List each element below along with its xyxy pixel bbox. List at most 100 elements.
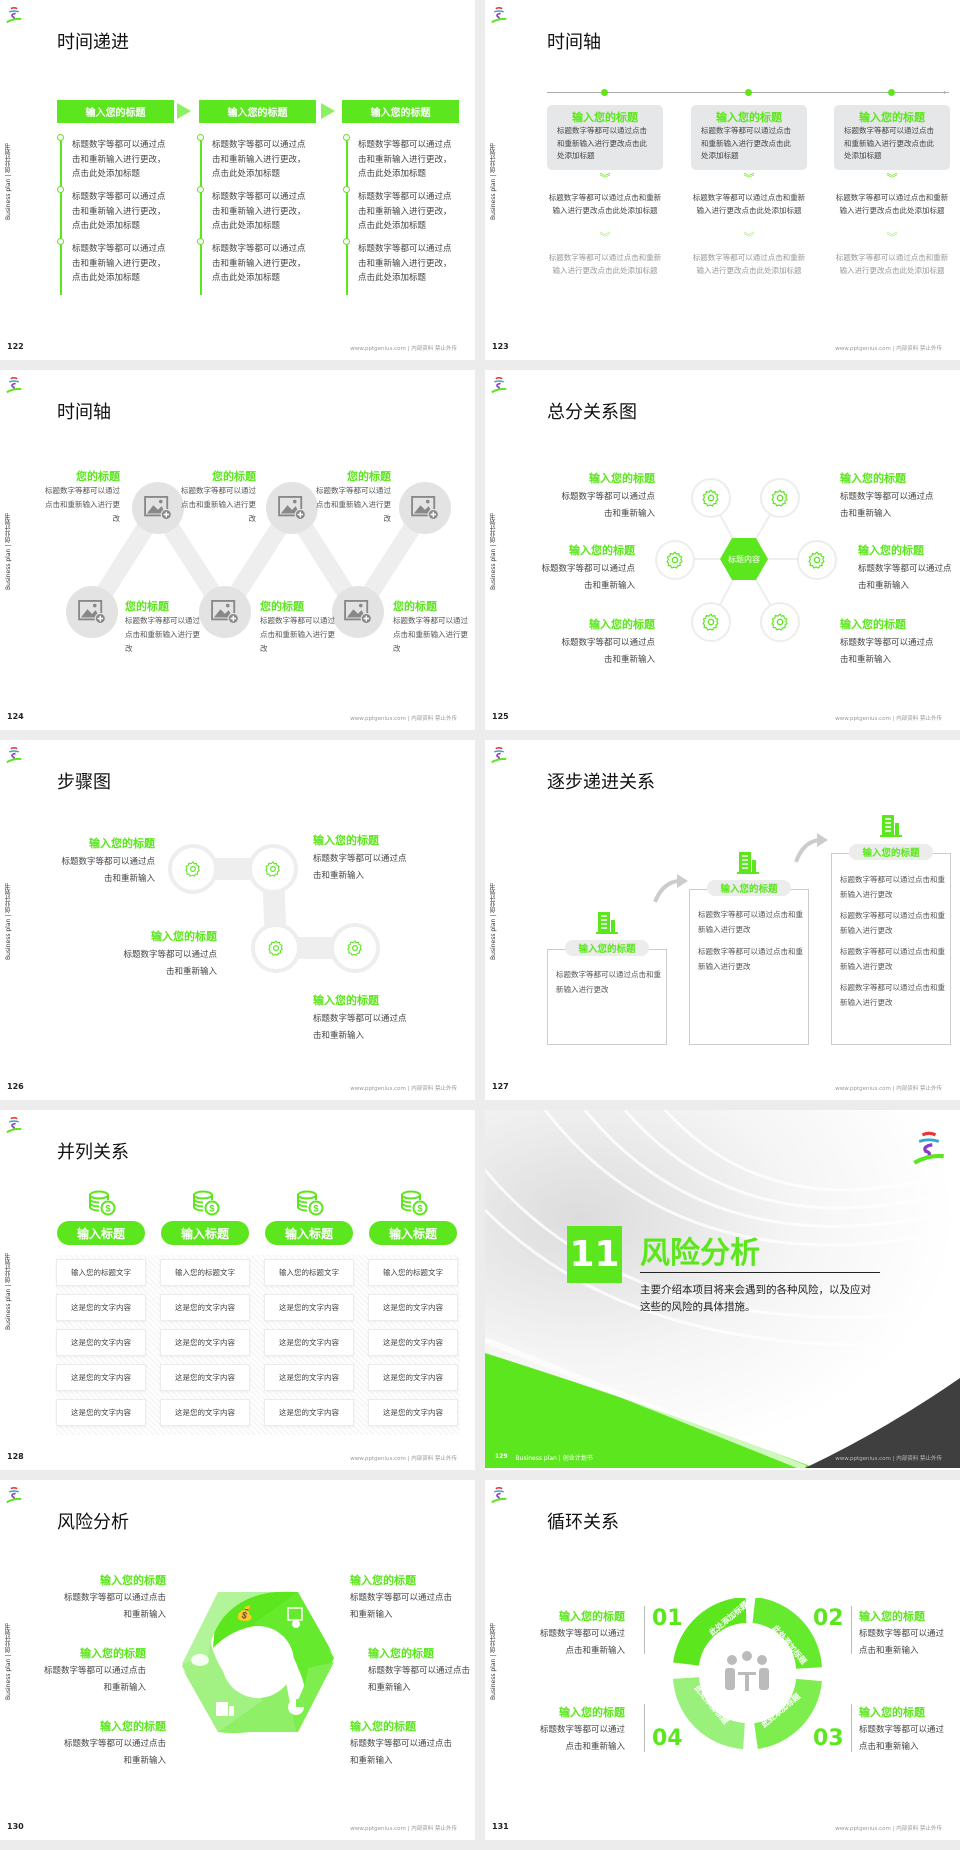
image-placeholder[interactable] (399, 482, 451, 534)
money-bag-icon: 💰 (236, 1605, 253, 1622)
section-title: 风险分析 (640, 1236, 760, 1271)
slide-title: 时间轴 (57, 402, 111, 423)
coins-icon (192, 1190, 220, 1216)
item-text: 标题数字等都可以通过点击和重新输入 (63, 1593, 166, 1620)
step-item: 输入您的标题 标题数字等都可以通过点击和重新输入 (55, 835, 155, 888)
item-text: 标题数字等都可以通过点击和重新输入 (63, 1739, 166, 1766)
table-cell: 这是您的文字内容 (264, 1329, 354, 1356)
gear-icon (264, 860, 282, 878)
table-cell: 这是您的文字内容 (264, 1294, 354, 1321)
item-heading: 您的标题 (260, 600, 304, 613)
timeline-item: 您的标题 标题数字等都可以通过点击和重新输入进行更改 (316, 468, 391, 526)
table-cell: 输入您的标题文字 (264, 1259, 354, 1286)
item-text: 标题数字等都可以通过点击和重新输入 (858, 564, 952, 591)
table-cell: 这是您的文字内容 (368, 1399, 458, 1426)
item-text: 标题数字等都可以通过点击和重新输入 (43, 1666, 146, 1693)
section-description: 主要介绍本项目将来会遇到的各种风险，以及应对这些的风险的具体措施。 (640, 1284, 871, 1313)
item-heading: 输入您的标题 (368, 1647, 434, 1660)
step-heading: 输入您的标题 (707, 880, 791, 896)
table-cell: 这是您的文字内容 (56, 1399, 146, 1426)
item-heading: 输入您的标题 (100, 1720, 166, 1733)
gear-icon (770, 612, 790, 632)
branch-item: 输入您的标题 标题数字等都可以通过点击和重新输入 (555, 616, 655, 669)
timeline-text: 标题数字等都可以通过点击和重新输入进行更改，点击此处添加标题 (72, 140, 166, 179)
slide-122: Business plan | 创业计划书 时间递进 输入您的标题 输入您的标题… (0, 0, 475, 360)
footer-text: www.pptgenius.com | 内部资料 禁止外传 (835, 716, 942, 722)
item-heading: 输入您的标题 (559, 1706, 625, 1719)
image-placeholder[interactable] (66, 586, 118, 638)
image-placeholder[interactable] (199, 586, 251, 638)
card-heading: 输入您的标题 (716, 111, 782, 124)
item-text: 标题数字等都可以通过点击和重新输入 (859, 1725, 945, 1752)
item-text: 标题数字等都可以通过点击和重新输入 (539, 1725, 625, 1752)
item-heading: 输入您的标题 (589, 618, 655, 631)
logo-icon (491, 6, 507, 24)
table-cell: 这是您的文字内容 (264, 1364, 354, 1391)
timeline-dot-icon (57, 238, 64, 245)
step-item: 输入您的标题 标题数字等都可以通过点击和重新输入 (313, 992, 413, 1045)
step-number: 03 (813, 1726, 844, 1751)
item-text: 标题数字等都可以通过点击和重新输入进行更改 (316, 486, 391, 523)
item-heading: 输入您的标题 (859, 1610, 925, 1623)
slide-130: Business plan | 创业计划书 风险分析 💰 输入您的标题 标题数字… (0, 1480, 475, 1840)
step-box (831, 853, 951, 1045)
gear-node (760, 602, 800, 642)
timeline-item: 您的标题 标题数字等都可以通过点击和重新输入进行更改 (393, 598, 468, 656)
item-text: 标题数字等都可以通过点击和重新输入 (313, 1014, 407, 1041)
item-heading: 您的标题 (125, 600, 169, 613)
table-cell: 输入您的标题文字 (160, 1259, 250, 1286)
slide-title: 并列关系 (57, 1142, 129, 1163)
footer-text: www.pptgenius.com | 内部资料 禁止外传 (835, 1086, 942, 1092)
item-text: 标题数字等都可以通过点击和重新输入 (350, 1593, 453, 1620)
column-header: 输入标题 (265, 1221, 353, 1245)
page-number: 131 (492, 1822, 509, 1831)
chevron-down-icon: ︾ (886, 231, 898, 244)
footer-text: www.pptgenius.com | 内部资料 禁止外传 (835, 1826, 942, 1832)
gear-icon (184, 860, 202, 878)
cycle-ring: 此处添加标题 此处添加标题 此处添加标题 此处添加标题 (673, 1598, 822, 1749)
arrow-right-icon (177, 103, 191, 119)
item-heading: 输入您的标题 (840, 472, 906, 485)
table-cell: 这是您的文字内容 (160, 1399, 250, 1426)
gear-node (797, 540, 837, 580)
item-heading: 输入您的标题 (89, 837, 155, 850)
image-add-icon (278, 496, 306, 520)
item-heading: 您的标题 (393, 600, 437, 613)
chevron-down-icon: ︾ (599, 172, 611, 185)
slide-127: Business plan | 创业计划书 逐步递进关系 输入您的标题 输入您的… (485, 740, 960, 1100)
table-cell: 这是您的文字内容 (56, 1329, 146, 1356)
item-text: 标题数字等都可以通过点击和重新输入 (313, 854, 407, 881)
timeline-text: 标题数字等都可以通过点击和重新输入进行更改，点击此处添加标题 (72, 192, 166, 231)
timeline-dot-icon (343, 186, 350, 193)
item-heading: 输入您的标题 (589, 472, 655, 485)
image-add-icon (411, 496, 439, 520)
timeline-dot-icon (197, 186, 204, 193)
timeline-text: 标题数字等都可以通过点击和重新输入进行更改点击此处添加标题 (692, 253, 806, 275)
item-heading: 输入您的标题 (350, 1574, 416, 1587)
timeline-dot-icon (888, 89, 895, 96)
image-placeholder[interactable] (332, 586, 384, 638)
table-cell: 这是您的文字内容 (264, 1399, 354, 1426)
item-text: 标题数字等都可以通过点击和重新输入 (368, 1666, 471, 1693)
column-header: 输入您的标题 (342, 100, 459, 123)
item-text: 标题数字等都可以通过点击和重新输入 (123, 950, 217, 977)
timeline-dot-icon (197, 238, 204, 245)
image-placeholder[interactable] (132, 482, 184, 534)
timeline-dot-icon (343, 134, 350, 141)
item-text: 标题数字等都可以通过点击和重新输入进行更改 (260, 616, 335, 653)
item-text: 标题数字等都可以通过点击和重新输入 (541, 564, 635, 591)
timeline-text: 标题数字等都可以通过点击和重新输入进行更改点击此处添加标题 (548, 253, 662, 275)
arrow-right-icon: › (943, 88, 947, 98)
card-text: 标题数字等都可以通过点击和重新输入进行更改点击此处添加标题 (701, 126, 791, 160)
logo-icon (6, 6, 22, 24)
image-placeholder[interactable] (266, 482, 318, 534)
risk-item: 输入您的标题 标题数字等都可以通过点击和重新输入 (56, 1718, 166, 1770)
step-heading: 输入您的标题 (849, 844, 933, 860)
card-heading: 输入您的标题 (859, 111, 925, 124)
timeline-card: 输入您的标题 标题数字等都可以通过点击和重新输入进行更改点击此处添加标题 (834, 105, 950, 170)
step-item: 输入您的标题 标题数字等都可以通过点击和重新输入 (117, 928, 217, 981)
timeline-text: 标题数字等都可以通过点击和重新输入进行更改，点击此处添加标题 (358, 244, 452, 283)
step-number: 02 (813, 1606, 844, 1631)
step-heading: 输入您的标题 (565, 940, 649, 956)
footer-brand: Business plan | 创业计划书 (515, 1455, 593, 1462)
